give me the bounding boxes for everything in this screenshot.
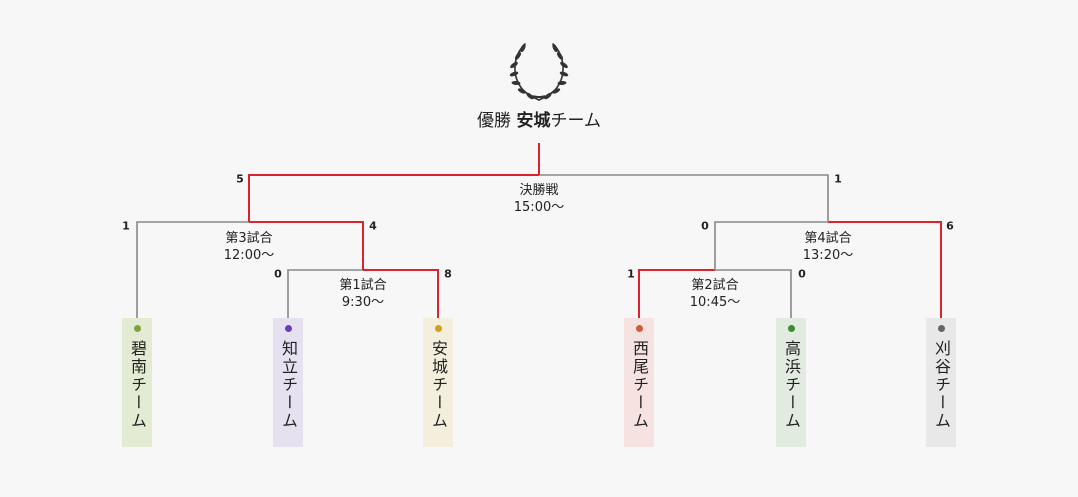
match-4-label: 第4試合 13:20〜 <box>768 230 888 264</box>
match-3-right-line <box>249 221 364 270</box>
match-final-time: 15:00〜 <box>513 200 565 215</box>
team-name: 安城チーム <box>429 340 448 430</box>
match-2-right-score: 0 <box>798 267 806 281</box>
team-name: 知立チーム <box>279 340 298 430</box>
team-color-dot <box>787 325 795 332</box>
team-card-nishio[interactable]: 西尾チーム <box>624 318 654 447</box>
match-1-title: 第1試合 <box>339 278 387 293</box>
match-2-title: 第2試合 <box>691 278 739 293</box>
champion-prefix: 優勝 <box>477 111 512 131</box>
final-left-score: 5 <box>236 172 244 186</box>
laurel-wreath-icon <box>509 43 569 101</box>
team-name: 高浜チーム <box>782 340 801 430</box>
match-4-right-line <box>828 221 942 318</box>
match-3-left-line <box>136 221 249 318</box>
match-final-label: 決勝戦 15:00〜 <box>479 182 599 216</box>
team-color-dot <box>635 325 643 332</box>
match-1-label: 第1試合 9:30〜 <box>303 277 423 311</box>
match-4-title: 第4試合 <box>804 231 852 246</box>
team-name: 西尾チーム <box>630 340 649 430</box>
team-card-anjo[interactable]: 安城チーム <box>423 318 453 447</box>
match-3-title: 第3試合 <box>225 231 273 246</box>
match-3-label: 第3試合 12:00〜 <box>189 230 309 264</box>
match-2-left-score: 1 <box>627 267 635 281</box>
match-3-time: 12:00〜 <box>223 248 275 263</box>
match-1-time: 9:30〜 <box>341 295 385 310</box>
match-3-left-score: 1 <box>122 219 130 233</box>
champion-heading: 優勝 安城チーム <box>0 108 1078 134</box>
team-card-kariya[interactable]: 刈谷チーム <box>926 318 956 447</box>
final-right-score: 1 <box>834 172 842 186</box>
match-2-time: 10:45〜 <box>689 295 741 310</box>
match-2-right-line <box>715 269 792 318</box>
team-color-dot <box>133 325 141 332</box>
match-4-right-score: 6 <box>946 219 954 233</box>
champion-team: 安城 <box>516 111 551 131</box>
team-color-dot <box>937 325 945 332</box>
team-color-dot <box>434 325 442 332</box>
match-final-title: 決勝戦 <box>519 183 559 198</box>
match-1-left-line <box>287 269 363 318</box>
champion-suffix: チーム <box>550 111 601 131</box>
team-card-takahama[interactable]: 高浜チーム <box>776 318 806 447</box>
team-name: 刈谷チーム <box>932 340 951 430</box>
team-card-hekinan[interactable]: 碧南チーム <box>122 318 152 447</box>
team-name: 碧南チーム <box>128 340 147 430</box>
match-2-label: 第2試合 10:45〜 <box>655 277 775 311</box>
match-2-left-line <box>638 269 715 318</box>
team-card-chiryu[interactable]: 知立チーム <box>273 318 303 447</box>
match-1-right-score: 8 <box>444 267 452 281</box>
match-3-right-score: 4 <box>369 219 377 233</box>
match-1-right-line <box>363 269 439 318</box>
team-color-dot <box>284 325 292 332</box>
match-1-left-score: 0 <box>274 267 282 281</box>
final-left-line <box>248 174 539 222</box>
match-4-left-line <box>714 221 828 270</box>
match-4-left-score: 0 <box>701 219 709 233</box>
final-right-line <box>539 174 829 222</box>
match-4-time: 13:20〜 <box>802 248 854 263</box>
